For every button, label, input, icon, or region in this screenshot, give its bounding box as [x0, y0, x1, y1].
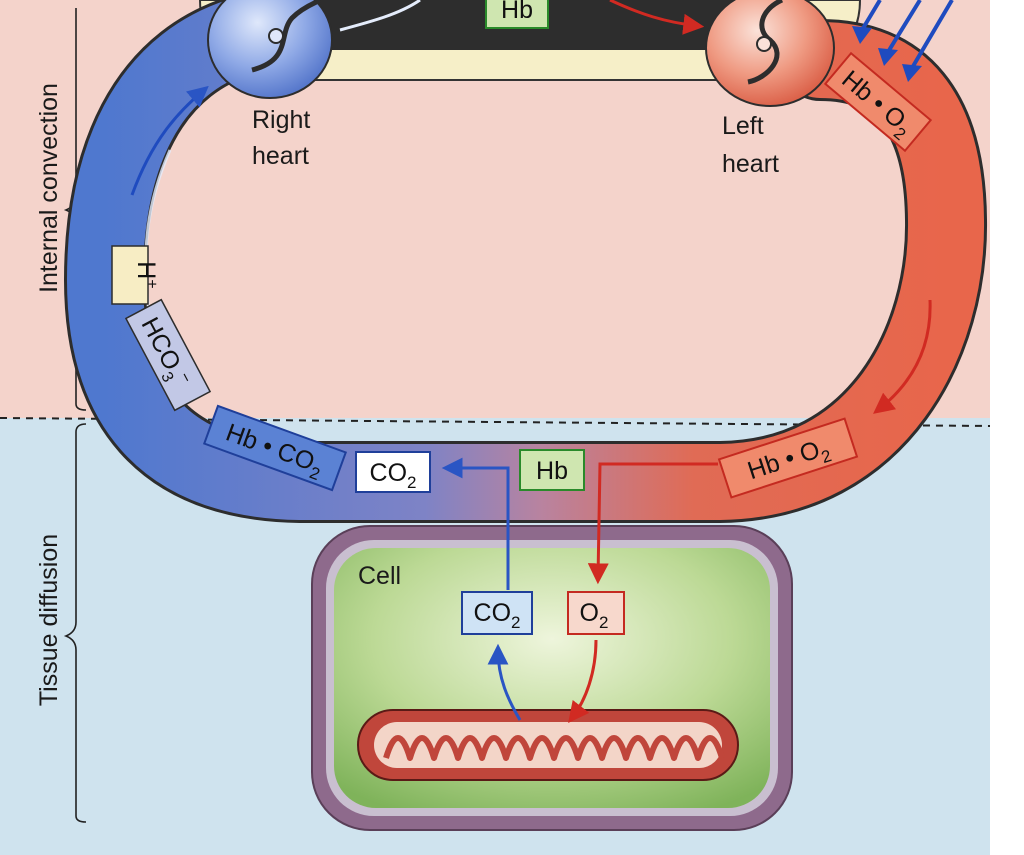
arterial-flow-arrow — [873, 299, 932, 414]
o2-to-cell-arrow — [587, 462, 718, 585]
tissue-diffusion-label: Tissue diffusion — [35, 534, 63, 706]
hb-capillary-box: Hb — [519, 449, 585, 491]
right-heart-valve-icon — [251, 0, 322, 73]
blood-vessel-loop — [66, 0, 985, 520]
o2-to-mitochondrion-arrow — [568, 639, 598, 723]
right-heart — [207, 0, 333, 99]
svg-text:CO2: CO2 — [474, 599, 521, 632]
left-heart — [705, 0, 835, 107]
co2-capillary-box: CO2 — [355, 451, 431, 493]
mitochondrion-cristae — [383, 735, 725, 761]
ventilation-arrowheads — [852, 26, 922, 82]
svg-text:O2: O2 — [580, 599, 609, 632]
o2-cell-box: O2 — [567, 591, 625, 635]
svg-text:H+: H+ — [132, 261, 160, 288]
svg-text:Hb: Hb — [536, 457, 568, 485]
venous-flow-arrow — [130, 85, 209, 196]
ventilation-arrows — [860, 0, 954, 70]
h-plus-box: H+ — [111, 245, 160, 305]
svg-text:Hb: Hb — [501, 0, 533, 24]
internal-convection-label: Internal convection — [35, 83, 63, 293]
svg-text:CO2: CO2 — [370, 459, 417, 492]
tissue-diffusion-bracket — [63, 423, 87, 823]
right-margin — [990, 0, 1024, 855]
right-heart-valve-icon — [268, 28, 284, 44]
svg-text:Hb • CO2: Hb • CO2 — [220, 418, 327, 484]
left-heart-label: Left heart — [722, 112, 779, 178]
hbo2-left-heart-box: Hb • O2 — [823, 51, 933, 153]
hbco2-box: Hb • CO2 — [202, 404, 348, 492]
cell-label: Cell — [358, 562, 401, 590]
pulmonary-flow-arrow — [609, 0, 705, 35]
co2-to-blood-arrow — [441, 457, 510, 590]
hb-top-box: Hb — [485, 0, 549, 29]
hbo2-capillary-box: Hb • O2 — [717, 417, 859, 499]
right-heart-label: Right heart — [252, 106, 317, 170]
left-heart-valve-icon — [756, 36, 772, 52]
pulmonary-inflow-highlight — [339, 0, 421, 32]
co2-cell-box: CO2 — [461, 591, 533, 635]
co2-from-mitochondrion-arrow — [487, 643, 522, 721]
